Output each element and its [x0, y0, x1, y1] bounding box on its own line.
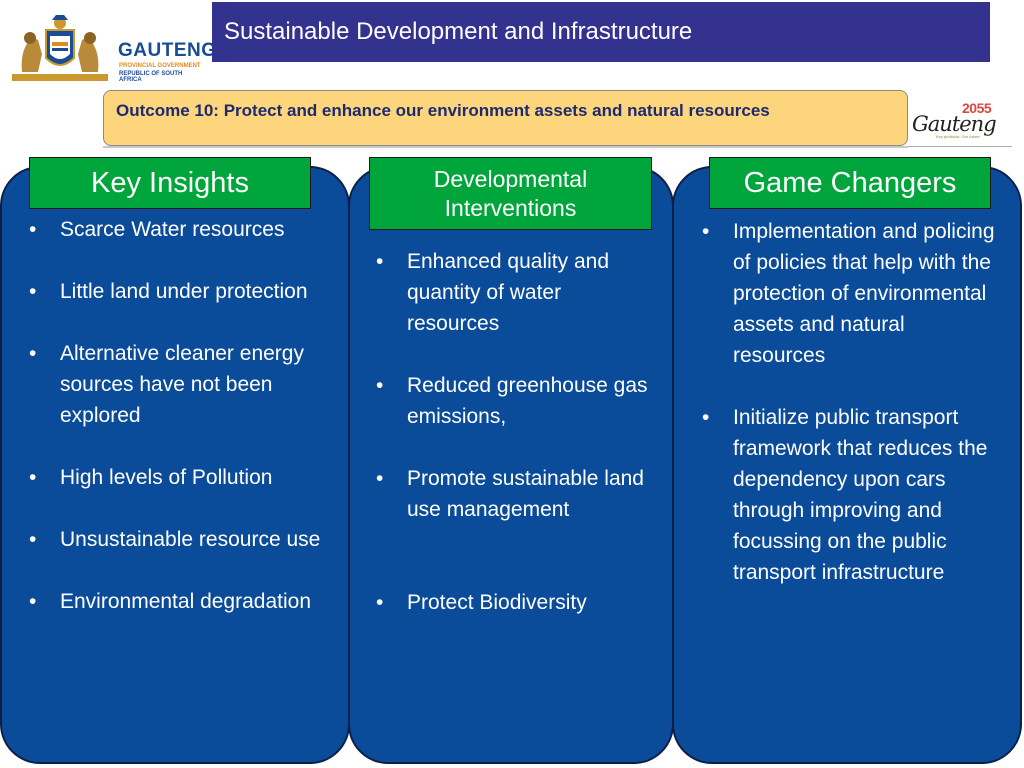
list-item-text: Enhanced quality and quantity of water r…: [407, 250, 609, 335]
bullet-icon: •: [29, 466, 37, 489]
list-item-text: Little land under protection: [60, 280, 308, 303]
bullet-icon: •: [29, 280, 37, 303]
list-item: • Initialize public transport framework t…: [700, 402, 1000, 588]
bullet-icon: •: [702, 406, 710, 429]
bullet-icon: •: [376, 250, 384, 273]
list-item: • Environmental degradation: [27, 586, 327, 617]
slide-title: Sustainable Development and Infrastructu…: [212, 2, 990, 62]
gauteng-wordmark: GAUTENG: [118, 40, 217, 61]
list-item-text: Initialize public transport framework th…: [733, 406, 988, 584]
bullet-icon: •: [376, 467, 384, 490]
coat-of-arms-icon: [12, 15, 108, 81]
bullet-icon: •: [702, 220, 710, 243]
gauteng-subtitle: PROVINCIAL GOVERNMENT: [119, 63, 201, 69]
list-item: • Protect Biodiversity: [374, 587, 654, 618]
game-changers-list: • Implementation and policing of policies…: [700, 216, 1000, 619]
list-item: • Reduced greenhouse gas emissions,: [374, 370, 654, 432]
gauteng-script-wordmark: Gauteng: [912, 112, 997, 136]
logo-tagline: Key products. Our future: [936, 134, 980, 139]
key-insights-heading: Key Insights: [29, 157, 311, 209]
year-mark: 2055: [962, 100, 992, 116]
list-item: • Alternative cleaner energy sources have…: [27, 338, 327, 431]
gauteng-2055-logo: 2055 Gauteng Key products. Our future: [910, 98, 1010, 142]
list-item-text: Scarce Water resources: [60, 218, 285, 241]
outcome-shadow: [103, 146, 908, 148]
list-item-text: Alternative cleaner energy sources have …: [60, 342, 304, 427]
list-item: • Promote sustainable land use management: [374, 463, 654, 525]
developmental-interventions-list: • Enhanced quality and quantity of water …: [374, 246, 654, 649]
list-item: • Implementation and policing of policies…: [700, 216, 1000, 371]
bullet-icon: •: [376, 591, 384, 614]
list-item-text: Unsustainable resource use: [60, 528, 321, 551]
bullet-icon: •: [29, 342, 37, 365]
gauteng-government-logo: GAUTENG PROVINCIAL GOVERNMENT REPUBLIC O…: [12, 14, 216, 84]
divider-line: [908, 146, 1012, 147]
list-item-text: Promote sustainable land use management: [407, 467, 644, 521]
list-item: • Enhanced quality and quantity of water …: [374, 246, 654, 339]
list-item: • Scarce Water resources: [27, 214, 327, 245]
key-insights-panel: [0, 166, 350, 764]
bullet-icon: •: [376, 374, 384, 397]
list-item-text: Environmental degradation: [60, 590, 311, 613]
bullet-icon: •: [29, 218, 37, 241]
list-item-text: Implementation and policing of policies …: [733, 220, 995, 367]
game-changers-heading: Game Changers: [709, 157, 991, 209]
country-subtitle: REPUBLIC OF SOUTH AFRICA: [119, 71, 183, 83]
bullet-icon: •: [29, 528, 37, 551]
key-insights-list: • Scarce Water resources • Little land und…: [27, 214, 327, 648]
bullet-icon: •: [29, 590, 37, 613]
list-item: • Unsustainable resource use: [27, 524, 327, 555]
developmental-interventions-heading: Developmental Interventions: [369, 157, 652, 230]
list-item-text: Reduced greenhouse gas emissions,: [407, 374, 648, 428]
list-item: • High levels of Pollution: [27, 462, 327, 493]
game-changers-panel: [672, 166, 1022, 764]
outcome-banner: Outcome 10: Protect and enhance our envi…: [103, 90, 908, 146]
list-item: • Little land under protection: [27, 276, 327, 307]
list-item-text: High levels of Pollution: [60, 466, 273, 489]
list-item-text: Protect Biodiversity: [407, 591, 587, 614]
